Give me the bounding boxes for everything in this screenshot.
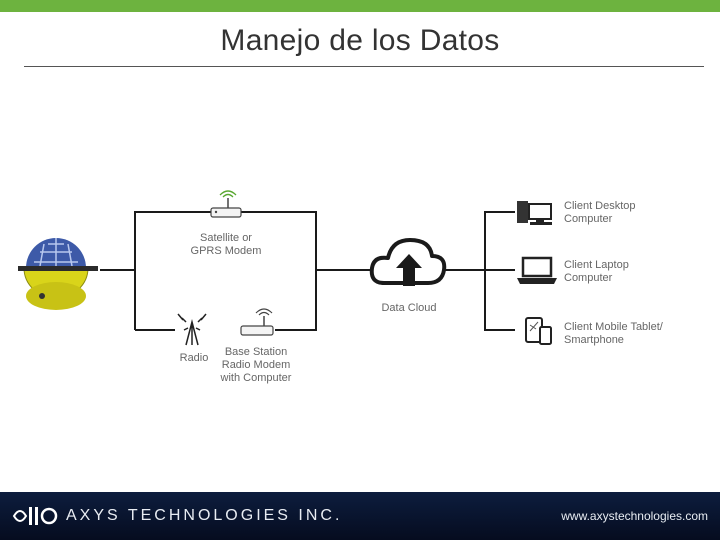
client-laptop-label-line-1: Client Laptop (564, 259, 629, 271)
axys-logo-icon (12, 507, 58, 525)
client-mobile-label-line-2: Smartphone (564, 334, 624, 346)
buoy-to-satellite-line (134, 211, 215, 330)
page-title: Manejo de los Datos (220, 24, 500, 57)
client-mobile-label: Client Mobile Tablet/ Smartphone (564, 321, 714, 347)
cloud-label: Data Cloud (381, 302, 437, 314)
radio-label: Radio (179, 352, 209, 364)
company-name: AXYS TECHNOLOGIES INC. (66, 507, 343, 524)
upload-cloud-icon (369, 238, 447, 286)
top-accent-bar (0, 0, 720, 12)
client-laptop-label-line-2: Computer (564, 272, 613, 284)
data-flow-diagram (18, 190, 557, 346)
satellite-modem-icon (210, 190, 242, 218)
website-link[interactable]: www.axystechnologies.com (561, 509, 708, 523)
buoy-icon (18, 238, 98, 310)
footer-bar: AXYS TECHNOLOGIES INC. www.axystechnolog… (0, 492, 720, 540)
title-divider (24, 66, 704, 67)
desktop-computer-icon (517, 201, 552, 225)
base-station-label-line-2: Radio Modem (221, 359, 291, 371)
client-mobile-label-line-1: Client Mobile Tablet/ (564, 321, 663, 333)
radio-tower-icon (177, 313, 207, 346)
satellite-label-line-2: GPRS Modem (190, 245, 262, 257)
satellite-label-line-1: Satellite or (200, 232, 252, 244)
base-station-label: Base Station Radio Modem with Computer (206, 346, 306, 385)
base-station-label-line-1: Base Station (224, 346, 288, 358)
connector-lines (100, 211, 515, 331)
client-desktop-label-line-2: Computer (564, 213, 613, 225)
base-station-label-line-3: with Computer (220, 372, 292, 384)
client-desktop-label-line-1: Client Desktop (564, 200, 636, 212)
satellite-base-merge-line (240, 211, 317, 331)
client-laptop-label: Client Laptop Computer (564, 259, 714, 285)
satellite-label: Satellite or GPRS Modem (178, 232, 274, 258)
tablet-smartphone-icon (525, 317, 552, 345)
laptop-icon (517, 256, 557, 284)
base-station-modem-icon (240, 308, 274, 336)
client-desktop-label: Client Desktop Computer (564, 200, 714, 226)
